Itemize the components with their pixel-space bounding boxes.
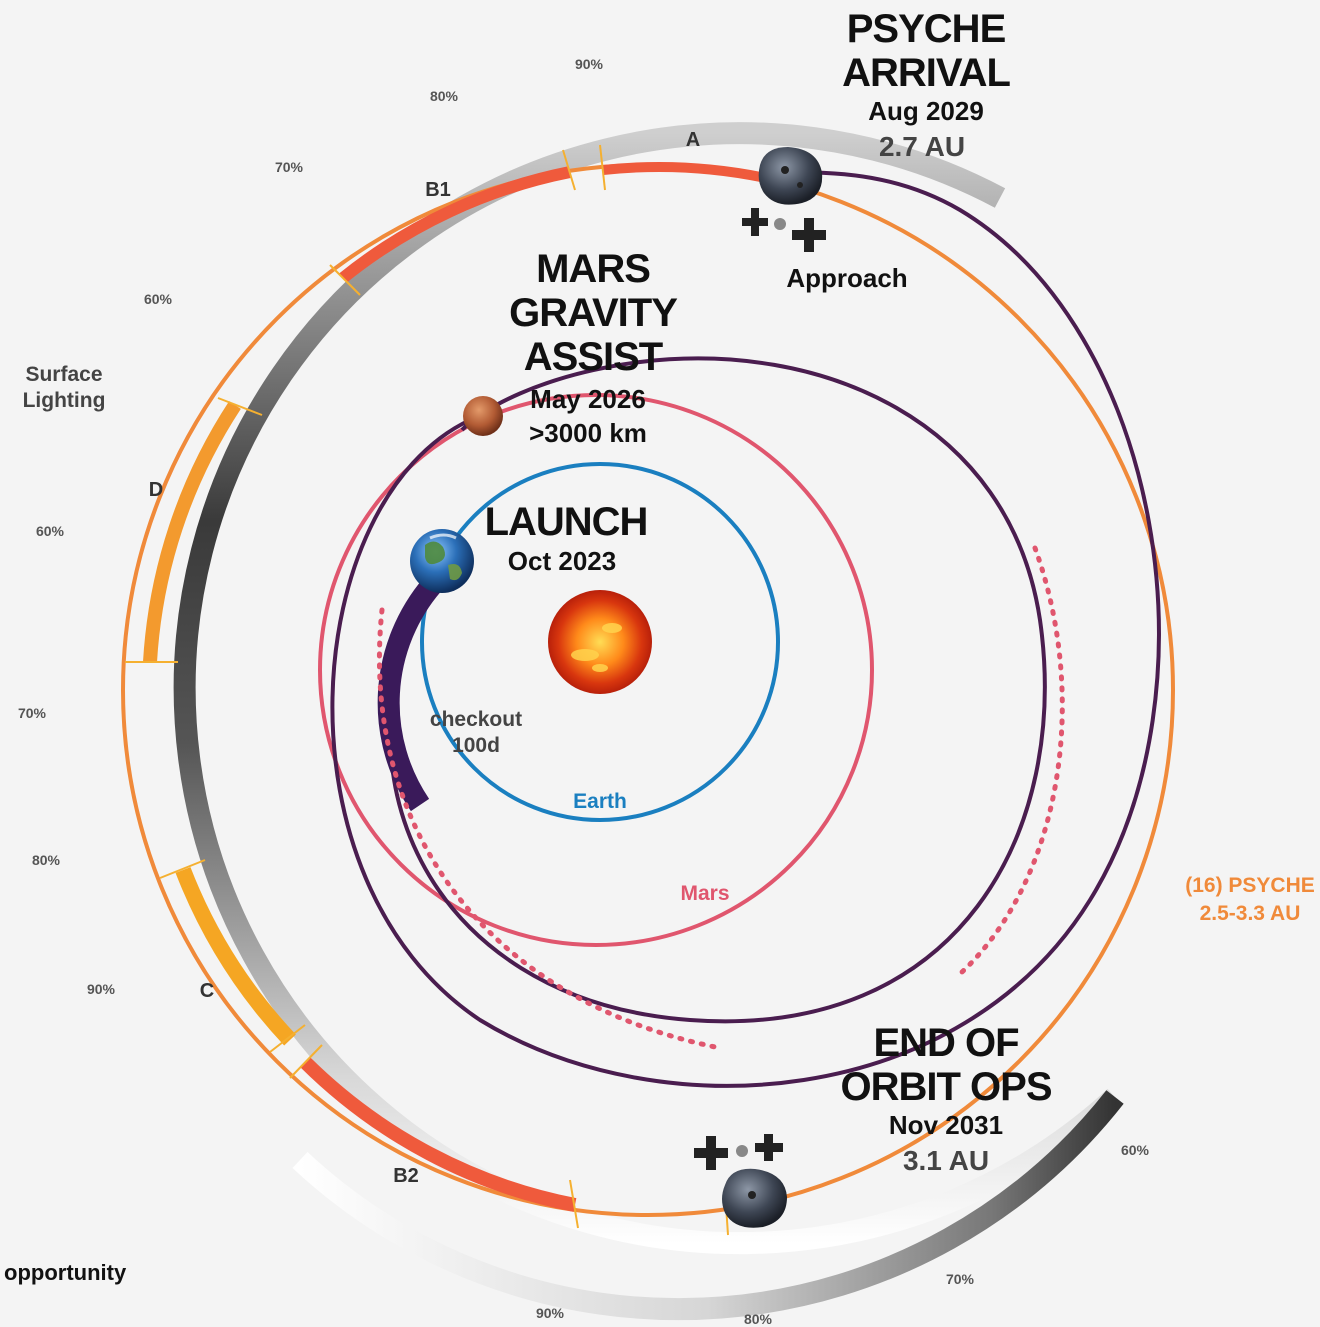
pct-label: 70% xyxy=(946,1271,975,1287)
phase-d-segment xyxy=(143,401,241,663)
pct-label: 90% xyxy=(87,981,116,997)
arrival-distance: 2.7 AU xyxy=(879,131,965,162)
mars-planet xyxy=(463,396,503,436)
pct-label: 70% xyxy=(18,705,47,721)
checkout-label-1: checkout xyxy=(430,708,522,731)
dotted-arc-right xyxy=(959,545,1065,975)
sun-flares xyxy=(571,623,622,672)
pct-label: 90% xyxy=(536,1305,565,1321)
phase-a-label: A xyxy=(686,129,700,151)
sun xyxy=(548,590,652,694)
trajectory-inner-loop xyxy=(388,356,1047,1024)
phase-a-segment xyxy=(602,162,777,185)
mars-assist-title-3: ASSIST xyxy=(524,335,663,379)
spacecraft-end xyxy=(694,1134,783,1170)
surface-lighting-arc-bottom xyxy=(292,1090,1124,1321)
earth-orbit xyxy=(420,462,780,822)
phase-b2-label: B2 xyxy=(393,1165,419,1187)
launch-title: LAUNCH xyxy=(485,500,648,544)
psyche-orbit-label-1: (16) PSYCHE xyxy=(1185,874,1315,897)
arrival-title-2: ARRIVAL xyxy=(842,51,1010,95)
spacecraft-approach xyxy=(742,208,826,252)
phase-c-label: C xyxy=(200,980,214,1002)
end-ops-title-1: END OF xyxy=(873,1021,1018,1065)
pct-label: 70% xyxy=(275,159,304,175)
approach-label: Approach xyxy=(786,263,907,293)
checkout-arc xyxy=(377,577,441,812)
mars-orbit xyxy=(318,393,874,947)
surface-lighting-label-2: Lighting xyxy=(23,389,106,412)
pct-label: 80% xyxy=(430,88,459,104)
dotted-arc-left xyxy=(376,607,723,1051)
end-ops-date: Nov 2031 xyxy=(889,1110,1003,1140)
end-ops-distance: 3.1 AU xyxy=(903,1145,989,1176)
earth-planet xyxy=(410,529,474,593)
phase-b1-segment xyxy=(339,166,572,283)
arrival-date: Aug 2029 xyxy=(868,96,984,126)
phase-b2-segment xyxy=(300,1057,577,1212)
pct-label: 90% xyxy=(575,56,604,72)
pct-label: 60% xyxy=(144,291,173,307)
mars-assist-date: May 2026 xyxy=(530,384,646,414)
mars-assist-distance: >3000 km xyxy=(529,418,647,448)
psyche-asteroid-arrival xyxy=(758,147,823,205)
mars-assist-title-2: GRAVITY xyxy=(509,291,678,335)
psyche-asteroid-end xyxy=(722,1168,787,1228)
psyche-orbit-label-2: 2.5-3.3 AU xyxy=(1200,902,1301,925)
earth-orbit-label: Earth xyxy=(573,790,627,813)
surface-lighting-label-1: Surface xyxy=(25,363,102,386)
pct-label: 60% xyxy=(36,523,65,539)
phase-c-segment xyxy=(175,867,296,1046)
launch-date: Oct 2023 xyxy=(508,546,616,576)
pct-label: 80% xyxy=(744,1311,773,1327)
phase-b1-label: B1 xyxy=(425,179,451,201)
surface-lighting-arc-main xyxy=(173,122,1123,1255)
mars-assist-title-1: MARS xyxy=(536,247,650,291)
trajectory-outer-loop xyxy=(330,170,1161,1088)
mars-orbit-label: Mars xyxy=(680,882,729,905)
end-ops-title-2: ORBIT OPS xyxy=(840,1065,1051,1109)
pct-label: 60% xyxy=(1121,1142,1150,1158)
arrival-title-1: PSYCHE xyxy=(847,7,1006,51)
phase-d-label: D xyxy=(149,479,163,501)
checkout-label-2: 100d xyxy=(452,734,500,757)
opportunity-label: opportunity xyxy=(4,1260,127,1285)
pct-label: 80% xyxy=(32,852,61,868)
